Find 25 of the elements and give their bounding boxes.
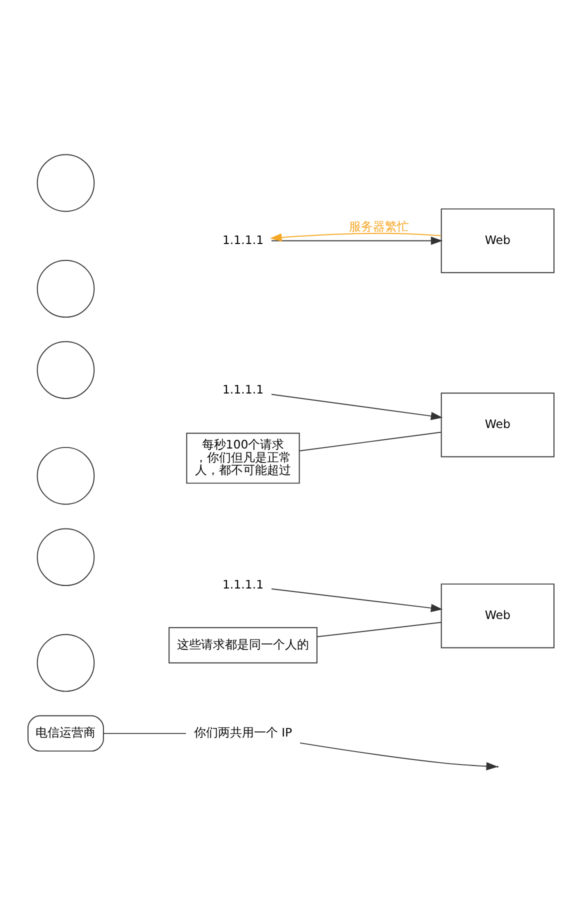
node-person bbox=[36, 528, 95, 586]
arrow bbox=[271, 394, 443, 420]
node-person bbox=[36, 446, 95, 505]
connector bbox=[316, 622, 442, 638]
arrow bbox=[271, 588, 443, 612]
node-box: Web bbox=[440, 584, 554, 648]
arrow bbox=[270, 232, 442, 242]
node-box: Web bbox=[440, 208, 554, 274]
arrow bbox=[271, 236, 443, 245]
node-person bbox=[36, 154, 95, 212]
connector bbox=[102, 732, 186, 734]
node-text: 1.1.1.1 bbox=[222, 232, 264, 247]
connector bbox=[298, 432, 442, 452]
node-box: 这些请求都是同一个人的 bbox=[168, 627, 318, 664]
node-box: 每秒100个请求，你们但凡是正常人，都不可能超过 bbox=[186, 432, 300, 484]
edge-label: 服务器繁忙 bbox=[349, 220, 410, 234]
node-person bbox=[36, 260, 95, 318]
node-text: 1.1.1.1 bbox=[222, 578, 264, 592]
node-text: 你们两共用一个 IP bbox=[194, 725, 292, 740]
node-box: Web bbox=[440, 392, 554, 458]
node-person bbox=[36, 634, 95, 692]
node-box: 电信运营商 bbox=[28, 715, 104, 752]
node-text: 1.1.1.1 bbox=[222, 382, 264, 397]
arrow bbox=[300, 742, 498, 770]
node-person bbox=[36, 341, 95, 399]
